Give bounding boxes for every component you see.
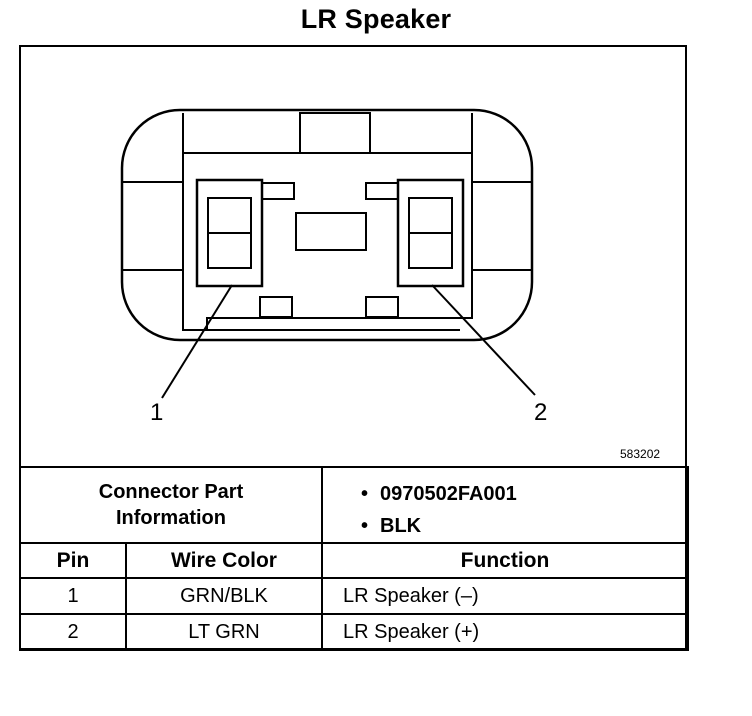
connector-info-table: Connector Part Information 0970502FA001 …	[19, 466, 689, 651]
top-key	[299, 112, 371, 154]
cell-wire-color: GRN/BLK	[125, 577, 323, 615]
cell-wire-color: LT GRN	[125, 613, 323, 651]
part-number: 0970502FA001	[361, 478, 687, 510]
header-function: Function	[321, 542, 689, 579]
connector-part-heading: Connector Part Information	[19, 466, 323, 544]
connector-cavity	[182, 113, 473, 331]
connector-body	[120, 108, 534, 342]
connector-heading-line2: Information	[116, 507, 226, 529]
cell-pin: 2	[19, 613, 127, 651]
cell-function: LR Speaker (+)	[321, 613, 689, 651]
terminal-1-housing	[195, 178, 264, 288]
header-pin: Pin	[19, 542, 127, 579]
pin-label-2: 2	[534, 399, 547, 426]
notch	[365, 182, 399, 200]
connector-part-details: 0970502FA001 BLK	[321, 466, 689, 544]
table-row: 2 LT GRN LR Speaker (+)	[19, 613, 689, 651]
page-title: LR Speaker	[300, 4, 452, 34]
notch	[261, 182, 295, 200]
bottom-tab	[365, 296, 399, 318]
bottom-tab	[259, 296, 293, 318]
table-header-row: Pin Wire Color Function	[19, 542, 689, 579]
cell-pin: 1	[19, 577, 127, 615]
connector-part-row: Connector Part Information 0970502FA001 …	[19, 466, 689, 544]
connector-color: BLK	[361, 510, 687, 542]
pin-label-1: 1	[150, 399, 163, 426]
connector-heading-line1: Connector Part	[98, 481, 244, 503]
header-wire-color: Wire Color	[125, 542, 323, 579]
leader-line-1	[161, 284, 233, 399]
table-row: 1 GRN/BLK LR Speaker (–)	[19, 577, 689, 615]
terminal-2-housing	[396, 178, 465, 288]
center-key	[295, 212, 367, 251]
cell-function: LR Speaker (–)	[321, 577, 689, 615]
leader-line-2	[431, 284, 536, 396]
reference-number: 583202	[620, 447, 660, 461]
